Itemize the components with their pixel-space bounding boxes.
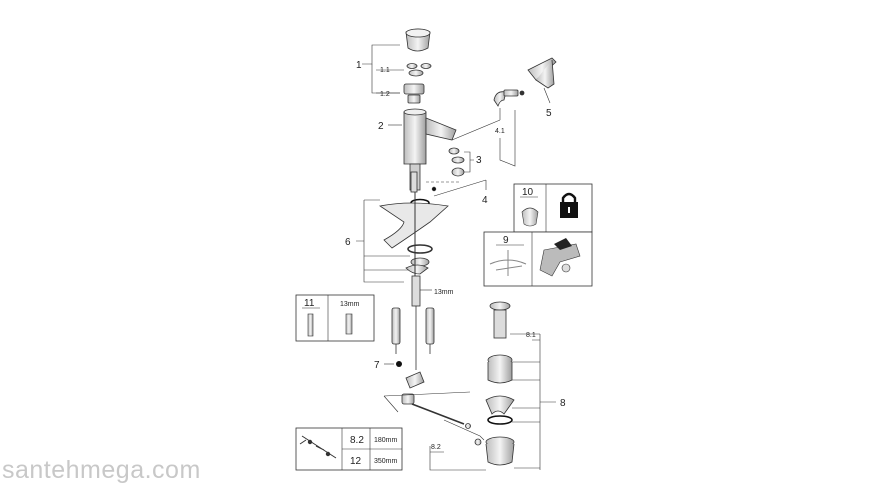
label-5: 5 (546, 108, 552, 119)
label-1-1: 1.1 (380, 67, 390, 74)
label-3: 3 (476, 155, 482, 166)
linkage-frame (383, 391, 485, 441)
part-8-drain (474, 301, 515, 466)
info-box-11: 11 13mm (295, 294, 375, 342)
box-9-number: 9 (503, 235, 509, 246)
box-11-size: 13mm (340, 301, 360, 308)
leader-lines-8-2 (429, 446, 486, 471)
label-6: 6 (345, 237, 351, 248)
label-4: 4 (482, 195, 488, 206)
box-row2-number: 12 (350, 456, 362, 467)
part-7-screw (396, 361, 402, 367)
box-10-number: 10 (522, 187, 534, 198)
lock-icon (560, 192, 578, 218)
leader-line-5 (543, 87, 551, 104)
info-box-9: 9 (483, 231, 593, 287)
box-row2-size: 350mm (374, 458, 398, 465)
label-2: 2 (378, 121, 384, 132)
label-4-1: 4.1 (495, 128, 505, 135)
hoses (391, 307, 435, 354)
label-1-2: 1.2 (380, 91, 390, 98)
leader-lines-8 (510, 333, 556, 470)
part-1-cartridge (403, 28, 432, 104)
label-1: 1 (356, 60, 362, 71)
box-row1-size: 180mm (374, 437, 398, 444)
label-8-1: 8.1 (526, 332, 536, 339)
box-11-number: 11 (304, 298, 315, 309)
watermark: santehmega.com (2, 456, 201, 484)
box-row1-number: 8.2 (350, 435, 364, 446)
label-8: 8 (560, 398, 566, 409)
leader-lines-4 (433, 108, 516, 197)
info-box-10: 10 (513, 183, 593, 233)
part-5-bracket (527, 57, 557, 89)
label-7: 7 (374, 360, 380, 371)
leader-lines-1 (362, 44, 404, 94)
info-box-lengths: 8.2 180mm 12 350mm (295, 427, 403, 471)
part-4-connector (431, 89, 525, 192)
leader-lines-6 (356, 199, 410, 283)
leader-lines-3 (464, 151, 474, 173)
dim-13mm-a: 13mm (434, 289, 454, 296)
part-6-components (378, 171, 449, 370)
part-3-aerator (448, 147, 465, 177)
linkage-rod (401, 371, 471, 429)
label-8-2: 8.2 (431, 444, 441, 451)
